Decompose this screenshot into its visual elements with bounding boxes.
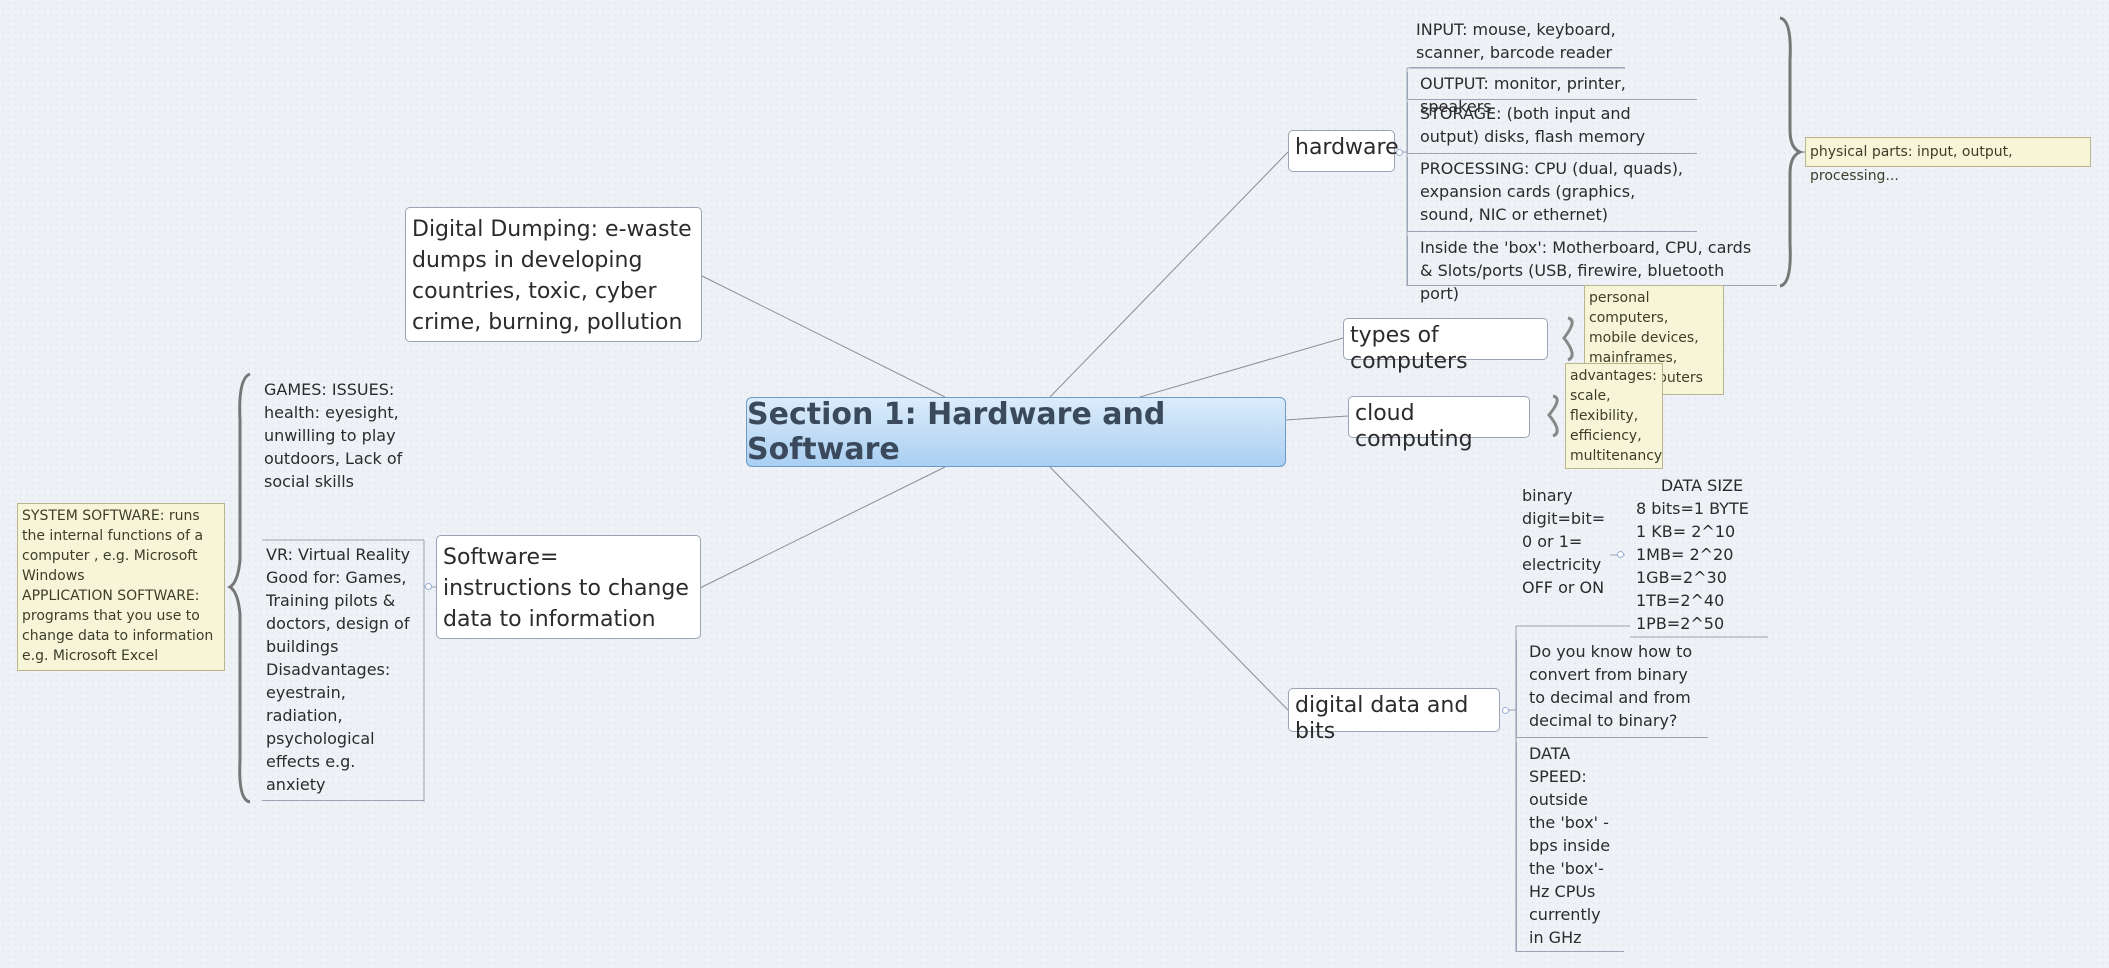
data-size-node[interactable]: DATA SIZE 8 bits=1 BYTE 1 KB= 2^10 1MB= 2^… [1636, 474, 1768, 636]
hardware-input-text: INPUT: mouse, keyboard, scanner, barcode… [1416, 20, 1616, 62]
vr-node[interactable]: VR: Virtual Reality Good for: Games, Tra… [266, 543, 414, 799]
topic-digital-dumping[interactable]: Digital Dumping: e-waste dumps in develo… [405, 207, 702, 342]
binary-digit-node[interactable]: binary digit=bit= 0 or 1= electricity OF… [1522, 484, 1610, 624]
binary-digit-text: binary digit=bit= 0 or 1= electricity OF… [1522, 486, 1606, 597]
hardware-storage-text: STORAGE: (both input and output) disks, … [1420, 104, 1646, 146]
hardware-bracket [1779, 16, 1805, 288]
convert-question[interactable]: Do you know how to convert from binary t… [1516, 640, 1708, 738]
cloud-note-text: advantages: scale, flexibility, efficien… [1570, 368, 1663, 464]
hardware-label: hardware [1295, 135, 1399, 160]
hardware-output-text: OUTPUT: monitor, printer, speakers [1420, 74, 1626, 116]
data-speed-text: DATA SPEED: outside the 'box' -bps insid… [1529, 744, 1611, 947]
collapse-icon[interactable] [425, 583, 432, 590]
collapse-icon[interactable] [1502, 707, 1509, 714]
hardware-storage[interactable]: STORAGE: (both input and output) disks, … [1407, 102, 1697, 154]
cloud-note[interactable]: advantages: scale, flexibility, efficien… [1565, 363, 1663, 469]
topic-software[interactable]: Software= instructions to change data to… [436, 535, 701, 639]
digital-dumping-label: Digital Dumping: e-waste dumps in develo… [412, 217, 692, 335]
data-size-line: 1TB=2^40 [1636, 591, 1725, 610]
cloud-label: cloud computing [1355, 401, 1473, 453]
data-size-line: 1 KB= 2^10 [1636, 522, 1736, 541]
data-label: digital data and bits [1295, 693, 1469, 745]
cloud-brace [1547, 394, 1559, 438]
software-bracket [227, 372, 251, 804]
hardware-input[interactable]: INPUT: mouse, keyboard, scanner, barcode… [1410, 18, 1625, 68]
topic-cloud-computing[interactable]: cloud computing [1348, 396, 1530, 452]
games-text: GAMES: ISSUES: health: eyesight, unwilli… [264, 380, 403, 491]
central-topic-label: Section 1: Hardware and Software [747, 397, 1166, 467]
types-note-text: personal computers, mobile devices, main… [1589, 290, 1703, 386]
system-software-text: SYSTEM SOFTWARE: runs the internal funct… [22, 508, 204, 584]
topic-hardware[interactable]: hardware [1288, 130, 1399, 172]
types-label: types of computers [1350, 323, 1468, 375]
topic-types-of-computers[interactable]: types of computers [1343, 318, 1548, 374]
vr-underline [262, 800, 424, 801]
data-size-line: 1GB=2^30 [1636, 568, 1727, 587]
collapse-icon[interactable] [1396, 149, 1403, 156]
hardware-inside-box-text: Inside the 'box': Motherboard, CPU, card… [1420, 238, 1752, 303]
central-topic[interactable]: Section 1: Hardware and Software [746, 397, 1286, 467]
data-speed-node[interactable]: DATA SPEED: outside the 'box' -bps insid… [1516, 742, 1624, 952]
data-size-line: 8 bits=1 BYTE [1636, 499, 1749, 518]
hardware-output[interactable]: OUTPUT: monitor, printer, speakers [1407, 72, 1697, 116]
topic-digital-data-and-bits[interactable]: digital data and bits [1288, 688, 1500, 744]
convert-question-text: Do you know how to convert from binary t… [1529, 642, 1693, 730]
application-software-text: APPLICATION SOFTWARE: programs that you … [22, 588, 214, 664]
data-size-list: 8 bits=1 BYTE 1 KB= 2^10 1MB= 2^20 1GB=2^30… [1636, 497, 1768, 635]
vr-text: VR: Virtual Reality Good for: Games, Tra… [266, 545, 411, 794]
software-label: Software= instructions to change data to… [443, 545, 689, 632]
data-size-title: DATA SIZE [1660, 476, 1744, 495]
games-node[interactable]: GAMES: ISSUES: health: eyesight, unwilli… [264, 378, 406, 536]
hardware-processing-text: PROCESSING: CPU (dual, quads), expansion… [1420, 159, 1684, 224]
data-size-line: 1MB= 2^20 [1636, 545, 1734, 564]
collapse-icon[interactable] [1617, 551, 1624, 558]
types-brace [1562, 316, 1574, 362]
data-size-line: 1PB=2^50 [1636, 614, 1725, 633]
hardware-summary-text: physical parts: input, output, processin… [1810, 144, 2013, 184]
hardware-processing[interactable]: PROCESSING: CPU (dual, quads), expansion… [1407, 157, 1697, 232]
hardware-summary-note[interactable]: physical parts: input, output, processin… [1805, 137, 2091, 184]
hardware-inside-box[interactable]: Inside the 'box': Motherboard, CPU, card… [1407, 236, 1777, 303]
software-types-note[interactable]: SYSTEM SOFTWARE: runs the internal funct… [17, 503, 225, 671]
